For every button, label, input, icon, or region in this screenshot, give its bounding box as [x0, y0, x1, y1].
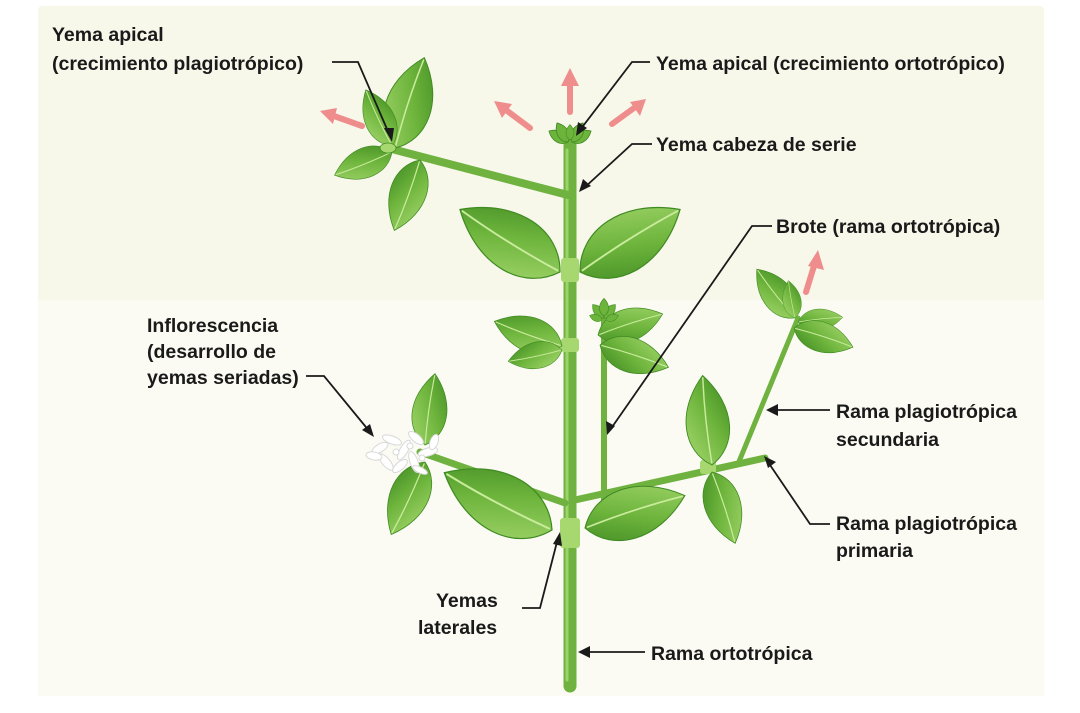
node-lower — [560, 518, 580, 548]
node-middle — [561, 338, 579, 352]
label-yemas-seriadas: yemas seriadas) — [147, 367, 299, 389]
label-rama-ortotropica: Rama ortotrópica — [651, 643, 813, 665]
label-desarrollo-de: (desarrollo de — [147, 341, 276, 363]
node-upper — [561, 258, 579, 282]
label-brote: Brote (rama ortotrópica) — [776, 216, 1000, 238]
label-laterales: laterales — [418, 617, 497, 639]
label-crecimiento-plagiotropico: (crecimiento plagiotrópico) — [52, 53, 303, 75]
label-secundaria: secundaria — [836, 429, 939, 451]
label-inflorescencia: Inflorescencia — [147, 315, 278, 337]
label-yemas: Yemas — [436, 590, 498, 612]
label-rama-plagiotropica-primaria: Rama plagiotrópica — [836, 513, 1017, 535]
label-yema-apical-ortotropic: Yema apical (crecimiento ortotrópico) — [656, 53, 1005, 75]
label-rama-plagiotropica-secundaria: Rama plagiotrópica — [836, 401, 1017, 423]
label-primaria: primaria — [836, 540, 913, 562]
label-yema-cabeza-serie: Yema cabeza de serie — [656, 134, 857, 156]
apical-bud-plagiotropic — [380, 143, 396, 153]
label-yema-apical-plagiotropic: Yema apical — [52, 24, 164, 46]
